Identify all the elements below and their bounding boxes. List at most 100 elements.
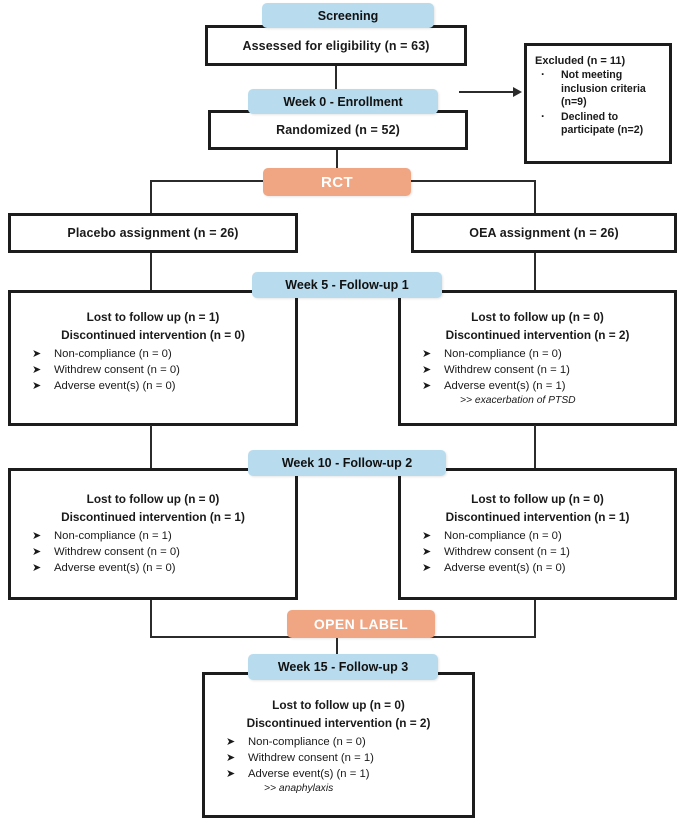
reason-item: ➤ Withdrew consent (n = 0) [24,544,288,560]
stage-label-followup3-text: Week 15 - Follow-up 3 [277,660,409,674]
connector-rct-drop-left [150,180,152,214]
reason-text: Non-compliance (n = 0) [54,348,172,360]
discontinued-intervention-text: Discontinued intervention (n = 1) [61,510,245,524]
reason-list: ➤ Non-compliance (n = 0) ➤ Withdrew cons… [408,346,667,394]
reason-text: Adverse event(s) (n = 0) [54,380,176,392]
discontinued-intervention-text: Discontinued intervention (n = 2) [445,328,630,342]
arrow-bullet-icon: ➤ [226,736,236,748]
connector-screening-to-enrollment [335,66,337,91]
reason-item: ➤ Adverse event(s) (n = 1) [218,766,465,782]
screening-assessed-text: Assessed for eligibility (n = 63) [242,38,430,53]
reason-text: Non-compliance (n = 1) [54,530,172,542]
week10-placebo-content: Lost to follow up (n = 0) Discontinued i… [8,478,298,584]
reason-item: ➤ Non-compliance (n = 1) [24,528,288,544]
reason-item: ➤ Adverse event(s) (n = 0) [414,560,667,576]
discontinued-intervention-text: Discontinued intervention (n = 2) [246,716,431,730]
reason-text: Adverse event(s) (n = 1) [248,768,370,780]
reason-item: ➤ Non-compliance (n = 0) [24,346,288,362]
reason-item: ➤ Withdrew consent (n = 0) [24,362,288,378]
reason-text: Non-compliance (n = 0) [248,736,366,748]
lost-to-followup-text: Lost to follow up (n = 0) [272,698,405,712]
arrow-bullet-icon: ➤ [226,768,236,780]
reason-item: ➤ Adverse event(s) (n = 0) [24,378,288,394]
week5-placebo-content: Lost to follow up (n = 1) Discontinued i… [8,296,298,402]
week5-oea-box [398,290,677,426]
discontinued-intervention-text: Discontinued intervention (n = 0) [61,328,245,342]
oea-assignment-text: OEA assignment (n = 26) [469,226,619,240]
stage-label-followup2: Week 10 - Follow-up 2 [248,450,446,476]
arrow-bullet-icon: ➤ [422,348,432,360]
excluded-reason-list: · Not meeting inclusion criteria (n=9) ·… [535,67,663,138]
arrow-bullet-icon: ➤ [422,546,432,558]
reason-text: Adverse event(s) (n = 0) [444,562,566,574]
excluded-reason-text: Declined to participate (n=2) [561,110,644,137]
lost-to-followup-text: Lost to follow up (n = 0) [86,492,220,506]
reason-item: ➤ Withdrew consent (n = 1) [218,750,465,766]
reason-item: ➤ Adverse event(s) (n = 1) [414,378,667,394]
arrow-bullet-icon: ➤ [422,530,432,542]
stage-label-followup1: Week 5 - Follow-up 1 [252,272,442,298]
reason-item: ➤ Withdrew consent (n = 1) [414,362,667,378]
reason-text: Non-compliance (n = 0) [444,348,562,360]
week5-placebo-box [8,290,298,426]
arrow-bullet-icon: ➤ [422,364,432,376]
connector-week5-to-week10-left [150,425,152,470]
arrow-bullet-icon: ➤ [32,380,42,392]
excluded-box: Excluded (n = 11) · Not meeting inclusio… [524,43,672,164]
oea-assignment-box: OEA assignment (n = 26) [411,213,677,253]
connector-arrow-to-excluded [459,91,515,93]
week5-oea-content: Lost to follow up (n = 0) Discontinued i… [398,296,677,416]
reason-text: Withdrew consent (n = 1) [444,364,570,376]
excluded-reason-item: · Not meeting inclusion criteria (n=9) [535,67,663,110]
placebo-assignment-text: Placebo assignment (n = 26) [67,226,239,240]
reason-text: Withdrew consent (n = 0) [54,546,180,558]
excluded-header: Excluded (n = 11) [535,55,626,67]
connector-week10-merge-left [150,600,152,638]
excluded-reason-item: · Declined to participate (n=2) [535,109,663,138]
enrollment-randomized-text: Randomized (n = 52) [276,123,400,137]
reason-item: ➤ Adverse event(s) (n = 0) [24,560,288,576]
arrow-bullet-icon: ➤ [32,562,42,574]
arrow-bullet-icon: ➤ [32,546,42,558]
connector-week5-to-week10-right [534,425,536,470]
stage-label-followup3: Week 15 - Follow-up 3 [248,654,438,680]
arrow-bullet-icon: ➤ [226,752,236,764]
reason-text: Withdrew consent (n = 0) [54,364,180,376]
arrow-bullet-icon: ➤ [422,562,432,574]
connector-week10-merge-right [534,600,536,638]
lost-to-followup-text: Lost to follow up (n = 0) [471,310,604,324]
arrow-bullet-icon: ➤ [32,364,42,376]
week15-content: Lost to follow up (n = 0) Discontinued i… [202,684,475,804]
arrow-bullet-icon: ➤ [32,530,42,542]
connector-enrollment-to-rct [336,150,338,181]
reason-item: ➤ Withdrew consent (n = 1) [414,544,667,560]
reason-list: ➤ Non-compliance (n = 1) ➤ Withdrew cons… [18,528,288,576]
reason-list: ➤ Non-compliance (n = 0) ➤ Withdrew cons… [18,346,288,394]
reason-text: Adverse event(s) (n = 1) [444,380,566,392]
connector-oea-to-week5 [534,253,536,291]
arrow-head-icon [513,87,522,97]
phase-label-open-label: OPEN LABEL [287,610,435,638]
adverse-event-note: >> exacerbation of PTSD [460,395,576,406]
reason-text: Non-compliance (n = 0) [444,530,562,542]
phase-label-rct-text: RCT [320,173,354,191]
reason-text: Adverse event(s) (n = 0) [54,562,176,574]
stage-label-followup2-text: Week 10 - Follow-up 2 [281,456,413,470]
stage-label-followup1-text: Week 5 - Follow-up 1 [285,278,409,292]
placebo-assignment-box: Placebo assignment (n = 26) [8,213,298,253]
stage-label-screening: Screening [262,3,434,28]
stage-label-enrollment-text: Week 0 - Enrollment [283,94,403,109]
reason-item: ➤ Non-compliance (n = 0) [218,734,465,750]
phase-label-open-label-text: OPEN LABEL [313,616,409,632]
bullet-dot-icon: · [541,67,545,81]
connector-placebo-to-week5 [150,253,152,291]
lost-to-followup-text: Lost to follow up (n = 0) [471,492,604,506]
connector-open-label-to-week15 [336,636,338,656]
screening-box: Assessed for eligibility (n = 63) [205,25,467,66]
connector-rct-drop-right [534,180,536,214]
reason-list: ➤ Non-compliance (n = 0) ➤ Withdrew cons… [408,528,667,576]
stage-label-enrollment: Week 0 - Enrollment [248,89,438,114]
adverse-event-note: >> anaphylaxis [264,783,334,794]
arrow-bullet-icon: ➤ [32,348,42,360]
